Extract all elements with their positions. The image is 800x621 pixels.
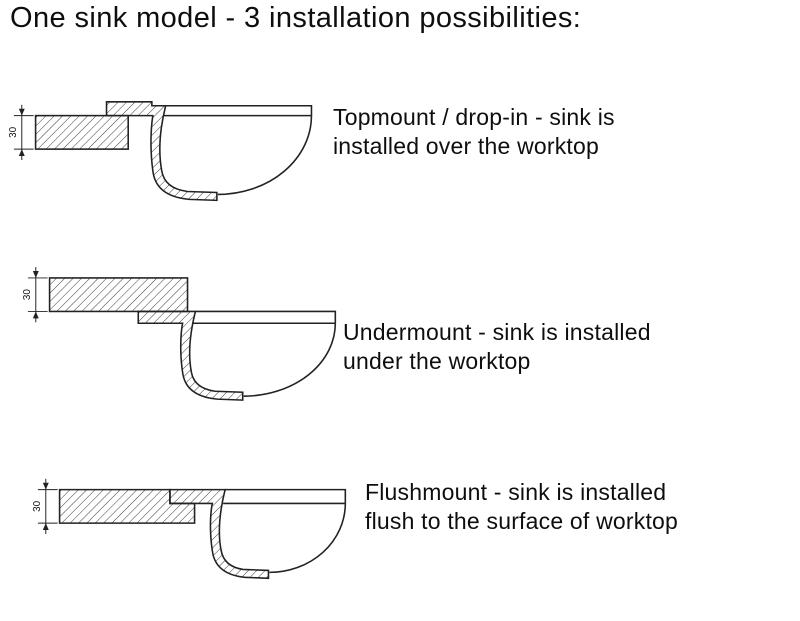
flushmount-description: Flushmount - sink is installed flush to … (365, 478, 795, 536)
bowl-arc (243, 323, 337, 397)
rim-outline (165, 104, 313, 116)
topmount-description: Topmount / drop-in - sink is installed o… (333, 103, 793, 161)
flushmount-diagram: 30 (32, 478, 347, 580)
rim-outline (195, 310, 337, 324)
topmount-diagram: 30 (8, 101, 313, 202)
rim-outline (225, 488, 347, 504)
dimension-label: 30 (8, 126, 19, 137)
dim-arrow (42, 523, 49, 531)
bowl-outline (193, 310, 337, 397)
dim-arrow (32, 271, 39, 278)
undermount-diagram: 30 (22, 267, 337, 401)
undermount-description: Undermount - sink is installed under the… (343, 318, 800, 376)
dim-arrow (18, 108, 25, 116)
undermount-line1: Undermount - sink is installed (343, 319, 651, 345)
dimension-30: 30 (22, 267, 48, 323)
sink-section (105, 101, 218, 202)
bowl-arc (269, 503, 347, 574)
page-title: One sink model - 3 installation possibil… (10, 2, 582, 34)
worktop-section (48, 277, 189, 313)
worktop-section (34, 114, 129, 150)
bowl-arc (217, 115, 313, 196)
sink-section (137, 310, 244, 401)
undermount-line2: under the worktop (343, 347, 531, 374)
dimension-30: 30 (8, 104, 34, 160)
dimension-label: 30 (22, 289, 33, 300)
topmount-line2: installed over the worktop (333, 132, 600, 159)
dim-arrow (42, 482, 49, 490)
sink-section (169, 488, 270, 580)
dim-arrow (32, 311, 39, 319)
bowl-outline (163, 104, 313, 196)
bowl-outline (223, 488, 347, 574)
flushmount-line2: flush to the surface of worktop (365, 507, 679, 534)
dim-arrow (18, 149, 25, 157)
dimension-30: 30 (32, 478, 58, 534)
flushmount-line1: Flushmount - sink is installed (365, 479, 667, 505)
topmount-line1: Topmount / drop-in - sink is (333, 104, 615, 130)
dimension-label: 30 (32, 500, 43, 511)
